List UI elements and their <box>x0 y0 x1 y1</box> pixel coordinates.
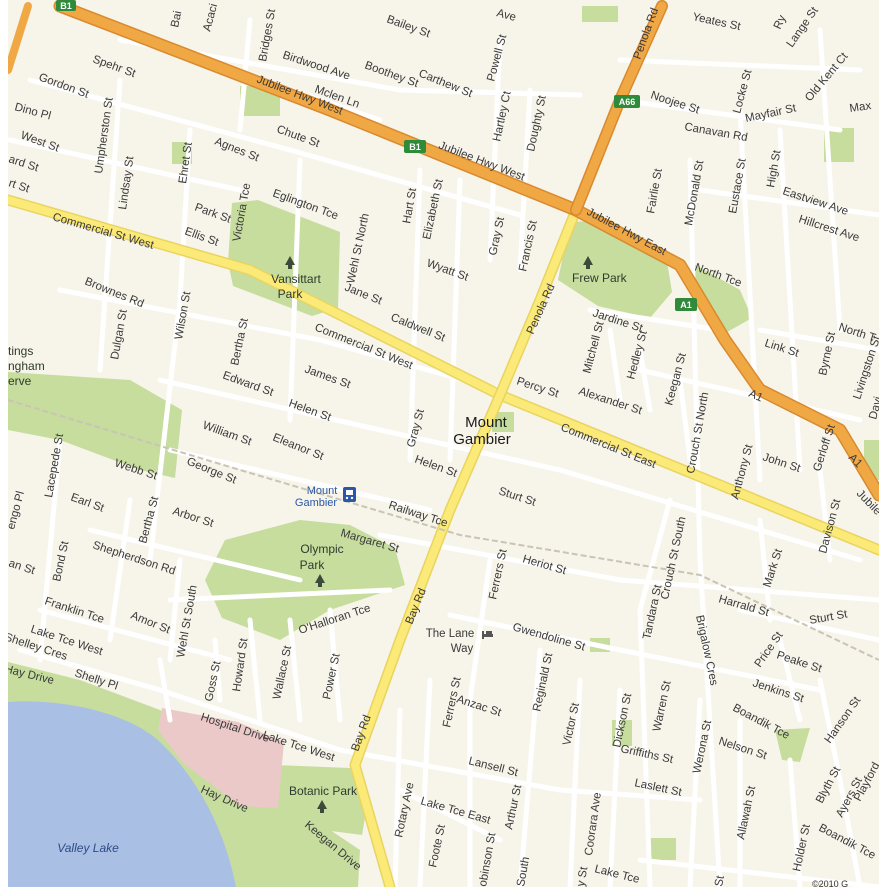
frew-park-label: Frew Park <box>572 271 628 285</box>
park-labels: Vansittart Park Frew Park Olympic Park B… <box>8 256 628 813</box>
shield-b1-top: B1 <box>56 0 76 11</box>
place-label-line2: Gambier <box>453 431 511 448</box>
shield-b1-label: B1 <box>409 142 421 152</box>
lane-way-label-2: Way <box>451 643 474 655</box>
reserve-west-area[interactable] <box>8 372 182 478</box>
minor-streets-layer <box>7 17 879 887</box>
vansittart-park-label: Vansittart <box>271 272 321 286</box>
botanic-park-marker[interactable]: Botanic Park <box>289 784 358 813</box>
olympic-park-label-2: Park <box>300 558 326 572</box>
park-east-strip[interactable] <box>690 262 752 336</box>
label-ave-top: Ave <box>495 7 517 24</box>
shield-a1-label: A1 <box>680 300 692 310</box>
valley-lake[interactable] <box>8 701 236 887</box>
park-tree-icon <box>317 800 327 813</box>
olympic-park-label: Olympic <box>300 542 343 556</box>
lodging-bed-icon <box>482 631 493 639</box>
mount-gambier-station[interactable]: Mount Gambier <box>295 485 356 509</box>
map-copyright: ©2010 G <box>812 879 848 887</box>
botanic-park-label: Botanic Park <box>289 784 358 798</box>
park-small-8 <box>648 838 676 860</box>
railway-line <box>7 399 879 661</box>
label-a1-1: A1 <box>747 388 765 405</box>
label-south: South <box>515 856 532 887</box>
commercial-st-road <box>4 196 879 554</box>
shield-b1: B1 <box>404 140 426 153</box>
reserve-label-1: tings <box>8 344 33 358</box>
vansittart-park-marker[interactable]: Vansittart Park <box>271 256 322 301</box>
frew-park-marker[interactable]: Frew Park <box>572 256 628 285</box>
label-davi: Davi <box>867 395 879 420</box>
botanic-park-area[interactable] <box>270 765 368 835</box>
the-lane-way-poi[interactable]: The Lane Way <box>426 628 493 655</box>
place-label-line1: Mount <box>465 414 508 431</box>
park-tree-icon <box>583 256 593 269</box>
place-mount-gambier[interactable]: Mount Gambier <box>453 414 511 448</box>
jubilee-hwy <box>55 1 879 500</box>
park-tree-icon <box>285 256 295 269</box>
arterial-roads-layer <box>2 194 879 887</box>
label-ry: Ry <box>772 13 789 31</box>
penola-bay-rd <box>351 206 580 887</box>
rail-station-icon <box>343 487 356 502</box>
scan-left-edge <box>0 0 8 887</box>
reserve-label-2: ngham <box>8 359 45 373</box>
vansittart-park-label-2: Park <box>278 287 304 301</box>
park-olympic-area[interactable] <box>205 520 405 640</box>
label-bai: Bai <box>169 10 184 29</box>
park-vansittart-area[interactable] <box>228 200 340 316</box>
valley-lake-label: Valley Lake <box>57 841 119 855</box>
label-st-bottom: St <box>713 874 727 887</box>
shield-a1: A1 <box>675 298 697 311</box>
olympic-park-marker[interactable]: Olympic Park <box>300 542 344 587</box>
reserve-label-3: erve <box>8 374 32 388</box>
lane-way-label-1: The Lane <box>426 628 475 640</box>
west-highway-stub <box>4 2 32 74</box>
reserve-label: tings ngham erve <box>8 344 45 388</box>
shield-a66-label: A66 <box>619 97 636 107</box>
station-label-line2: Gambier <box>295 497 338 509</box>
station-label-line1: Mount <box>307 485 338 497</box>
shield-a66: A66 <box>614 95 640 108</box>
park-small-10 <box>492 412 514 432</box>
label-y-st: y St <box>575 865 590 887</box>
shield-b1-top-label: B1 <box>60 1 72 11</box>
park-small-7 <box>775 728 810 762</box>
hospital-grounds[interactable] <box>158 708 284 808</box>
label-ehret: Ehret St <box>177 141 195 185</box>
label-max: Max <box>849 100 872 115</box>
park-small-3 <box>582 6 618 22</box>
park-tree-icon <box>315 574 325 587</box>
route-shields: B1 B1 A66 A1 <box>56 0 697 311</box>
